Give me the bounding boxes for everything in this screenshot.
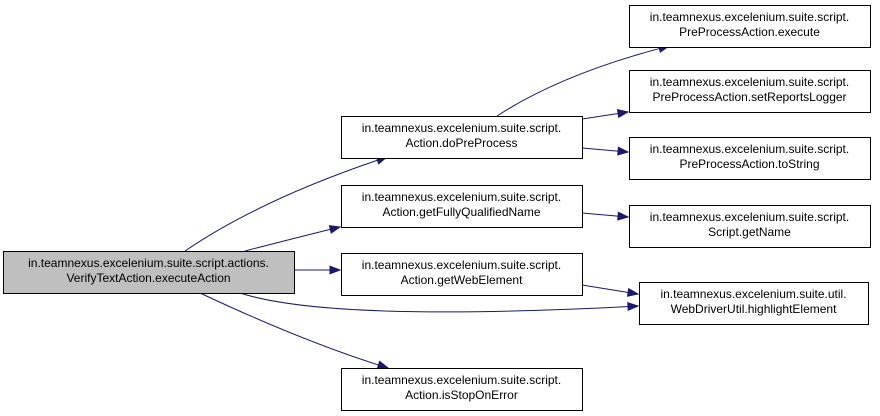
edge-root-to-getWebElement [294, 265, 342, 275]
arrow-head-icon [627, 302, 640, 312]
node-box[interactable] [629, 70, 871, 113]
node-label-line: VerifyTextAction.executeAction [66, 271, 230, 285]
arrow-head-icon [328, 225, 342, 234]
node-label-line: Action.getFullyQualifiedName [382, 205, 540, 219]
node-label-line: in.teamnexus.excelenium.suite.script. [650, 210, 849, 224]
node-box[interactable] [629, 137, 871, 180]
arrow-head-icon [617, 211, 630, 221]
node-root[interactable]: in.teamnexus.excelenium.suite.script.act… [3, 251, 295, 294]
edge-root-to-highlightElement [239, 292, 640, 313]
node-label-line: WebDriverUtil.highlightElement [671, 302, 838, 316]
edge-line [244, 228, 332, 252]
node-label-line: Action.isStopOnError [405, 388, 518, 402]
node-label-line: in.teamnexus.excelenium.suite.script. [362, 190, 561, 204]
node-label-line: in.teamnexus.excelenium.suite.script. [362, 258, 561, 272]
node-box[interactable] [341, 368, 583, 411]
node-label-line: in.teamnexus.excelenium.suite.util. [660, 287, 846, 301]
arrow-head-icon [617, 146, 630, 156]
node-label-line: PreProcessAction.toString [679, 157, 819, 171]
arrow-head-icon [626, 287, 640, 297]
edge-root-to-getFQN [244, 225, 342, 252]
node-ppToString[interactable]: in.teamnexus.excelenium.suite.script.Pre… [629, 137, 871, 180]
edge-line [239, 292, 630, 313]
edge-getWebElement-to-highlightElement [581, 284, 640, 297]
node-box[interactable] [3, 251, 295, 294]
arrow-head-icon [376, 360, 390, 370]
edge-line [581, 112, 620, 120]
node-label-line: in.teamnexus.excelenium.suite.script. [362, 373, 561, 387]
edge-line [581, 147, 620, 152]
node-label-line: Action.doPreProcess [405, 136, 517, 150]
arrow-head-icon [329, 265, 342, 275]
node-label-line: in.teamnexus.excelenium.suite.script.act… [28, 256, 269, 270]
edge-line [199, 292, 380, 366]
edge-line [184, 159, 379, 252]
edge-line [581, 212, 620, 217]
node-label-line: in.teamnexus.excelenium.suite.script. [650, 142, 849, 156]
edge-getFQN-to-scriptGetName [581, 211, 630, 221]
node-label-line: PreProcessAction.execute [679, 25, 820, 39]
node-label-line: in.teamnexus.excelenium.suite.script. [650, 75, 849, 89]
node-highlightElement[interactable]: in.teamnexus.excelenium.suite.util.WebDr… [639, 282, 869, 325]
edge-root-to-isStopOnError [199, 292, 390, 370]
edge-line [496, 47, 661, 117]
node-box[interactable] [341, 253, 583, 296]
edges-layer [184, 44, 671, 370]
node-label-line: Script.getName [708, 225, 791, 239]
nodes-layer: in.teamnexus.excelenium.suite.script.act… [3, 5, 871, 411]
node-getWebElement[interactable]: in.teamnexus.excelenium.suite.script.Act… [341, 253, 583, 296]
node-box[interactable] [341, 185, 583, 228]
node-ppSetReportsLogger[interactable]: in.teamnexus.excelenium.suite.script.Pre… [629, 70, 871, 113]
node-box[interactable] [629, 205, 871, 248]
edge-doPreProcess-to-ppSetReportsLogger [581, 109, 630, 120]
node-label-line: PreProcessAction.setReportsLogger [652, 90, 846, 104]
arrow-head-icon [616, 109, 630, 119]
node-box[interactable] [629, 5, 871, 48]
node-label-line: Action.getWebElement [401, 273, 524, 287]
node-ppExecute[interactable]: in.teamnexus.excelenium.suite.script.Pre… [629, 5, 871, 48]
node-box[interactable] [341, 116, 583, 159]
edge-doPreProcess-to-ppToString [581, 146, 630, 156]
node-label-line: in.teamnexus.excelenium.suite.script. [362, 121, 561, 135]
node-label-line: in.teamnexus.excelenium.suite.script. [650, 10, 849, 24]
edge-line [581, 284, 630, 294]
node-doPreProcess[interactable]: in.teamnexus.excelenium.suite.script.Act… [341, 116, 583, 159]
node-scriptGetName[interactable]: in.teamnexus.excelenium.suite.script.Scr… [629, 205, 871, 248]
node-isStopOnError[interactable]: in.teamnexus.excelenium.suite.script.Act… [341, 368, 583, 411]
node-box[interactable] [639, 282, 869, 325]
node-getFQN[interactable]: in.teamnexus.excelenium.suite.script.Act… [341, 185, 583, 228]
